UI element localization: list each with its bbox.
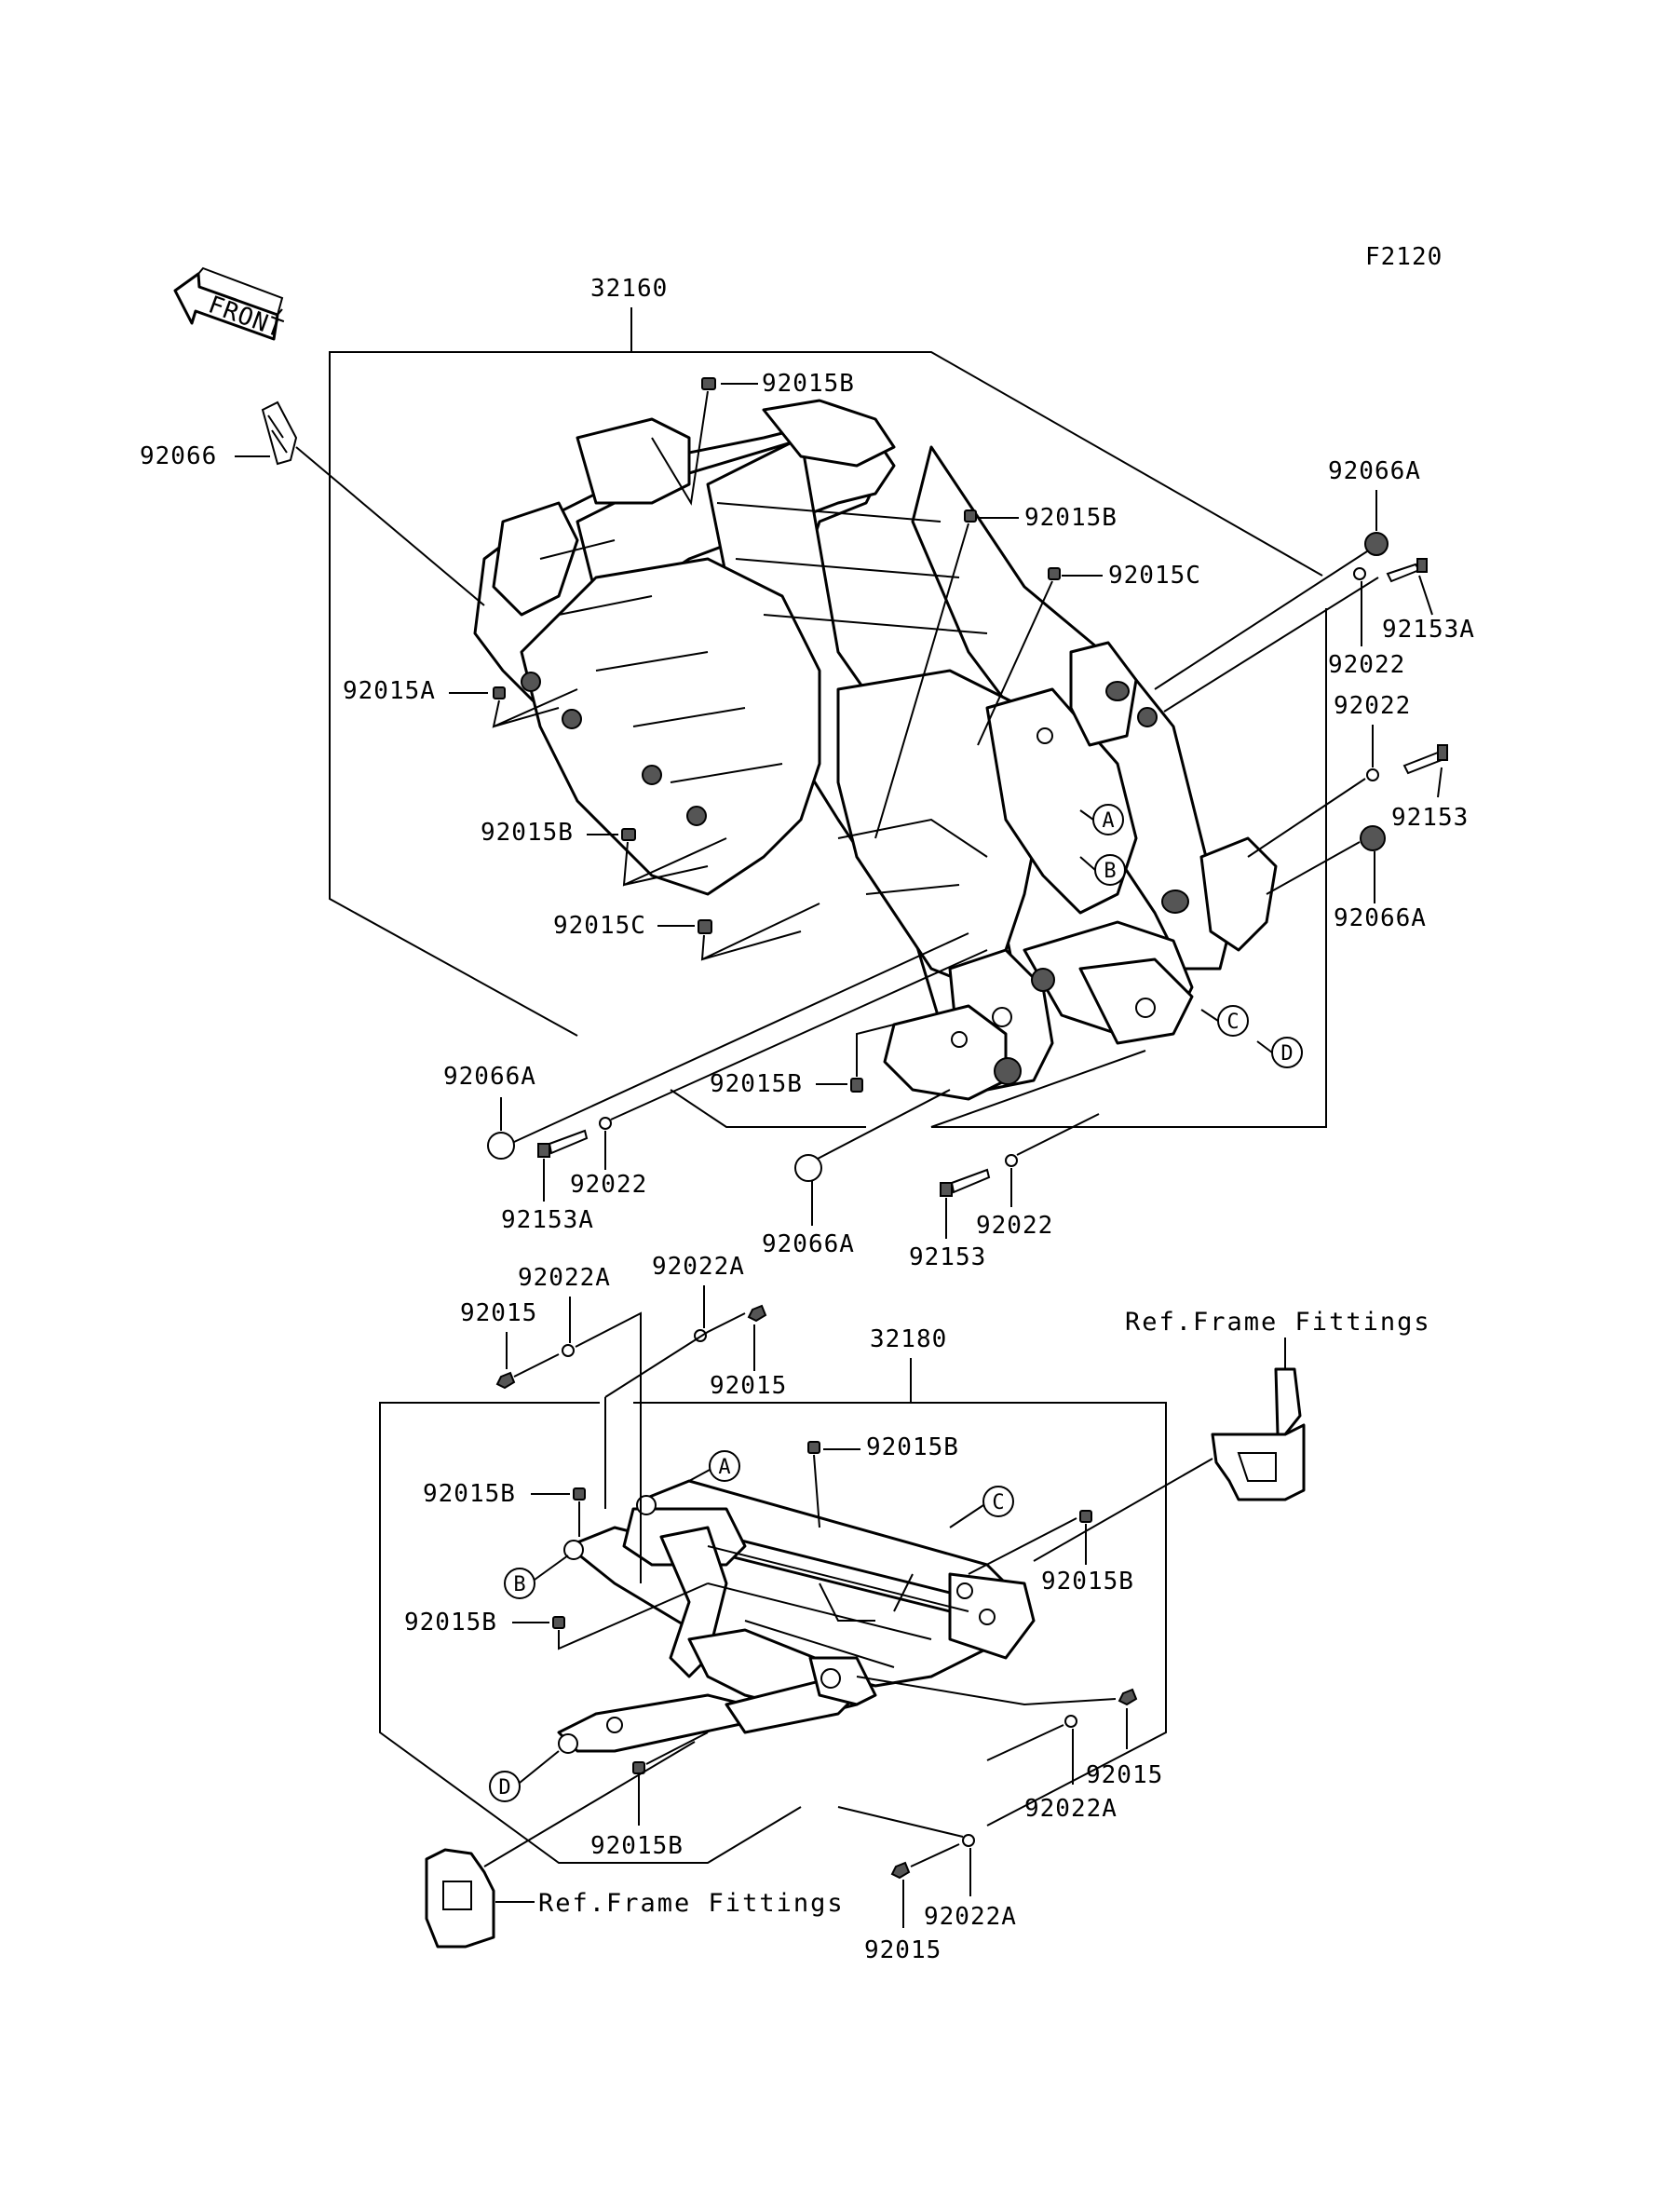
part-92015c-mid: 92015C: [977, 562, 1201, 746]
subframe-body: [557, 1479, 1036, 1754]
svg-text:92153A: 92153A: [1382, 616, 1475, 644]
part-92153-bottom: 92153: [909, 1168, 991, 1271]
svg-text:92066A: 92066A: [443, 1063, 536, 1091]
svg-text:92015C: 92015C: [1108, 562, 1201, 590]
svg-text:92066A: 92066A: [1334, 904, 1427, 932]
upper-ref-letter-b: B: [1094, 854, 1126, 886]
svg-text:92153: 92153: [1391, 804, 1469, 832]
part-92015b-mid: 92015B: [874, 504, 1118, 839]
part-92066a-left: 92066A: [443, 932, 969, 1160]
part-92022-bottom: 92022: [976, 1113, 1100, 1240]
svg-text:A: A: [718, 1456, 730, 1479]
upper-ref-letter-d: D: [1271, 1037, 1303, 1068]
front-arrow-icon: FRONT: [173, 266, 288, 344]
svg-text:92015B: 92015B: [423, 1480, 516, 1508]
part-92015b-lower-left: 92015B: [423, 1480, 586, 1537]
part-92015b-lower-left2: 92015B: [404, 1582, 709, 1650]
part-92015b-lower-bottom: 92015B: [590, 1731, 709, 1860]
upper-assembly-outline: [329, 307, 1327, 1128]
svg-text:92066A: 92066A: [1328, 457, 1421, 485]
part-92022a-c: 92022A: [986, 1715, 1118, 1823]
svg-text:92066A: 92066A: [762, 1230, 855, 1258]
svg-text:D: D: [1280, 1042, 1293, 1066]
lower-assembly-outline: [379, 1358, 1167, 1864]
svg-text:92022: 92022: [1334, 692, 1411, 720]
part-92015-c: 92015: [856, 1676, 1163, 1789]
svg-text:92015: 92015: [1086, 1761, 1163, 1789]
svg-text:92153A: 92153A: [501, 1206, 594, 1234]
main-frame-body: [473, 399, 1278, 1101]
part-92066a-top: 92066A: [1154, 457, 1421, 690]
svg-text:A: A: [1102, 809, 1114, 833]
part-92015b-left: 92015B: [481, 819, 727, 887]
svg-text:92022A: 92022A: [652, 1253, 745, 1281]
lower-frame-assembly: 32180 A: [379, 1253, 1431, 1964]
ref-frame-fittings-bottom: Ref.Frame Fittings: [425, 1741, 845, 1949]
svg-text:92015B: 92015B: [762, 370, 855, 398]
part-92015b-top: 92015B: [651, 370, 855, 506]
part-92015c-left: 92015C: [553, 903, 820, 961]
svg-text:92015: 92015: [710, 1372, 787, 1400]
front-label: FRONT: [205, 291, 288, 344]
svg-text:92015A: 92015A: [343, 677, 436, 705]
part-92015a: 92015A: [343, 677, 578, 728]
svg-text:92015B: 92015B: [590, 1832, 684, 1860]
svg-text:92022: 92022: [1328, 651, 1405, 679]
part-92066a-bottom: 92066A: [762, 1089, 951, 1258]
lower-ref-letter-a: A: [688, 1450, 740, 1482]
part-92015b-bottom: 92015B: [710, 1024, 895, 1098]
part-92015b-lower-top: 92015B: [807, 1433, 959, 1528]
part-92066a-right: 92066A: [1266, 825, 1427, 932]
ref-frame-fittings-top: Ref.Frame Fittings: [1033, 1308, 1431, 1562]
part-92015-d: 92015: [864, 1843, 960, 1964]
svg-text:B: B: [1104, 860, 1116, 883]
svg-text:92022A: 92022A: [518, 1264, 611, 1292]
part-92022-right: 92022: [1334, 692, 1411, 781]
svg-text:92022A: 92022A: [924, 1903, 1017, 1931]
svg-text:92015B: 92015B: [866, 1433, 959, 1461]
svg-text:92015B: 92015B: [481, 819, 574, 847]
part-92153-right: 92153: [1247, 744, 1469, 858]
part-92022a-d: 92022A: [837, 1806, 1017, 1931]
upper-ref-letter-a: A: [1092, 804, 1124, 835]
svg-text:92015B: 92015B: [404, 1609, 497, 1636]
upper-ref-letter-c: C: [1217, 1005, 1249, 1037]
svg-text:D: D: [498, 1776, 510, 1799]
lower-ref-letter-c: C: [949, 1486, 1014, 1528]
svg-text:92015B: 92015B: [710, 1070, 803, 1098]
svg-text:92022A: 92022A: [1024, 1795, 1118, 1823]
lower-ref-letter-d: D: [489, 1750, 560, 1802]
svg-text:92015C: 92015C: [553, 912, 646, 940]
upper-frame-assembly: 32160: [140, 275, 1475, 1271]
part-92015-a: 92015: [460, 1299, 606, 1509]
lower-assembly-number: 32180: [870, 1325, 947, 1353]
upper-assembly-number: 32160: [590, 275, 668, 303]
svg-text:B: B: [513, 1573, 525, 1596]
part-92153a-top: 92153A: [1163, 558, 1475, 713]
part-92022a-a: 92022A: [518, 1264, 642, 1583]
part-92022-top: 92022: [1328, 567, 1405, 679]
svg-text:92022: 92022: [570, 1171, 647, 1199]
svg-text:92015B: 92015B: [1041, 1568, 1134, 1596]
part-92022-left: 92022: [570, 949, 988, 1199]
svg-text:Ref.Frame Fittings: Ref.Frame Fittings: [1125, 1308, 1431, 1337]
svg-text:92066: 92066: [140, 442, 217, 470]
svg-text:92015: 92015: [460, 1299, 537, 1327]
svg-text:92015: 92015: [864, 1936, 942, 1964]
part-92066: 92066: [140, 401, 485, 606]
part-92015b-lower-right: 92015B: [968, 1510, 1134, 1596]
part-92015-b: 92015: [604, 1304, 787, 1400]
svg-text:C: C: [992, 1491, 1004, 1514]
svg-text:92153: 92153: [909, 1243, 986, 1271]
part-92022a-b: 92022A: [652, 1253, 745, 1342]
diagram-code: F2120: [1365, 243, 1443, 271]
svg-text:Ref.Frame Fittings: Ref.Frame Fittings: [538, 1889, 845, 1918]
svg-text:92015B: 92015B: [1024, 504, 1118, 532]
svg-text:92022: 92022: [976, 1212, 1053, 1240]
svg-text:C: C: [1226, 1011, 1239, 1034]
lower-ref-letter-b: B: [504, 1555, 569, 1599]
part-92153a-left: 92153A: [501, 1129, 594, 1234]
